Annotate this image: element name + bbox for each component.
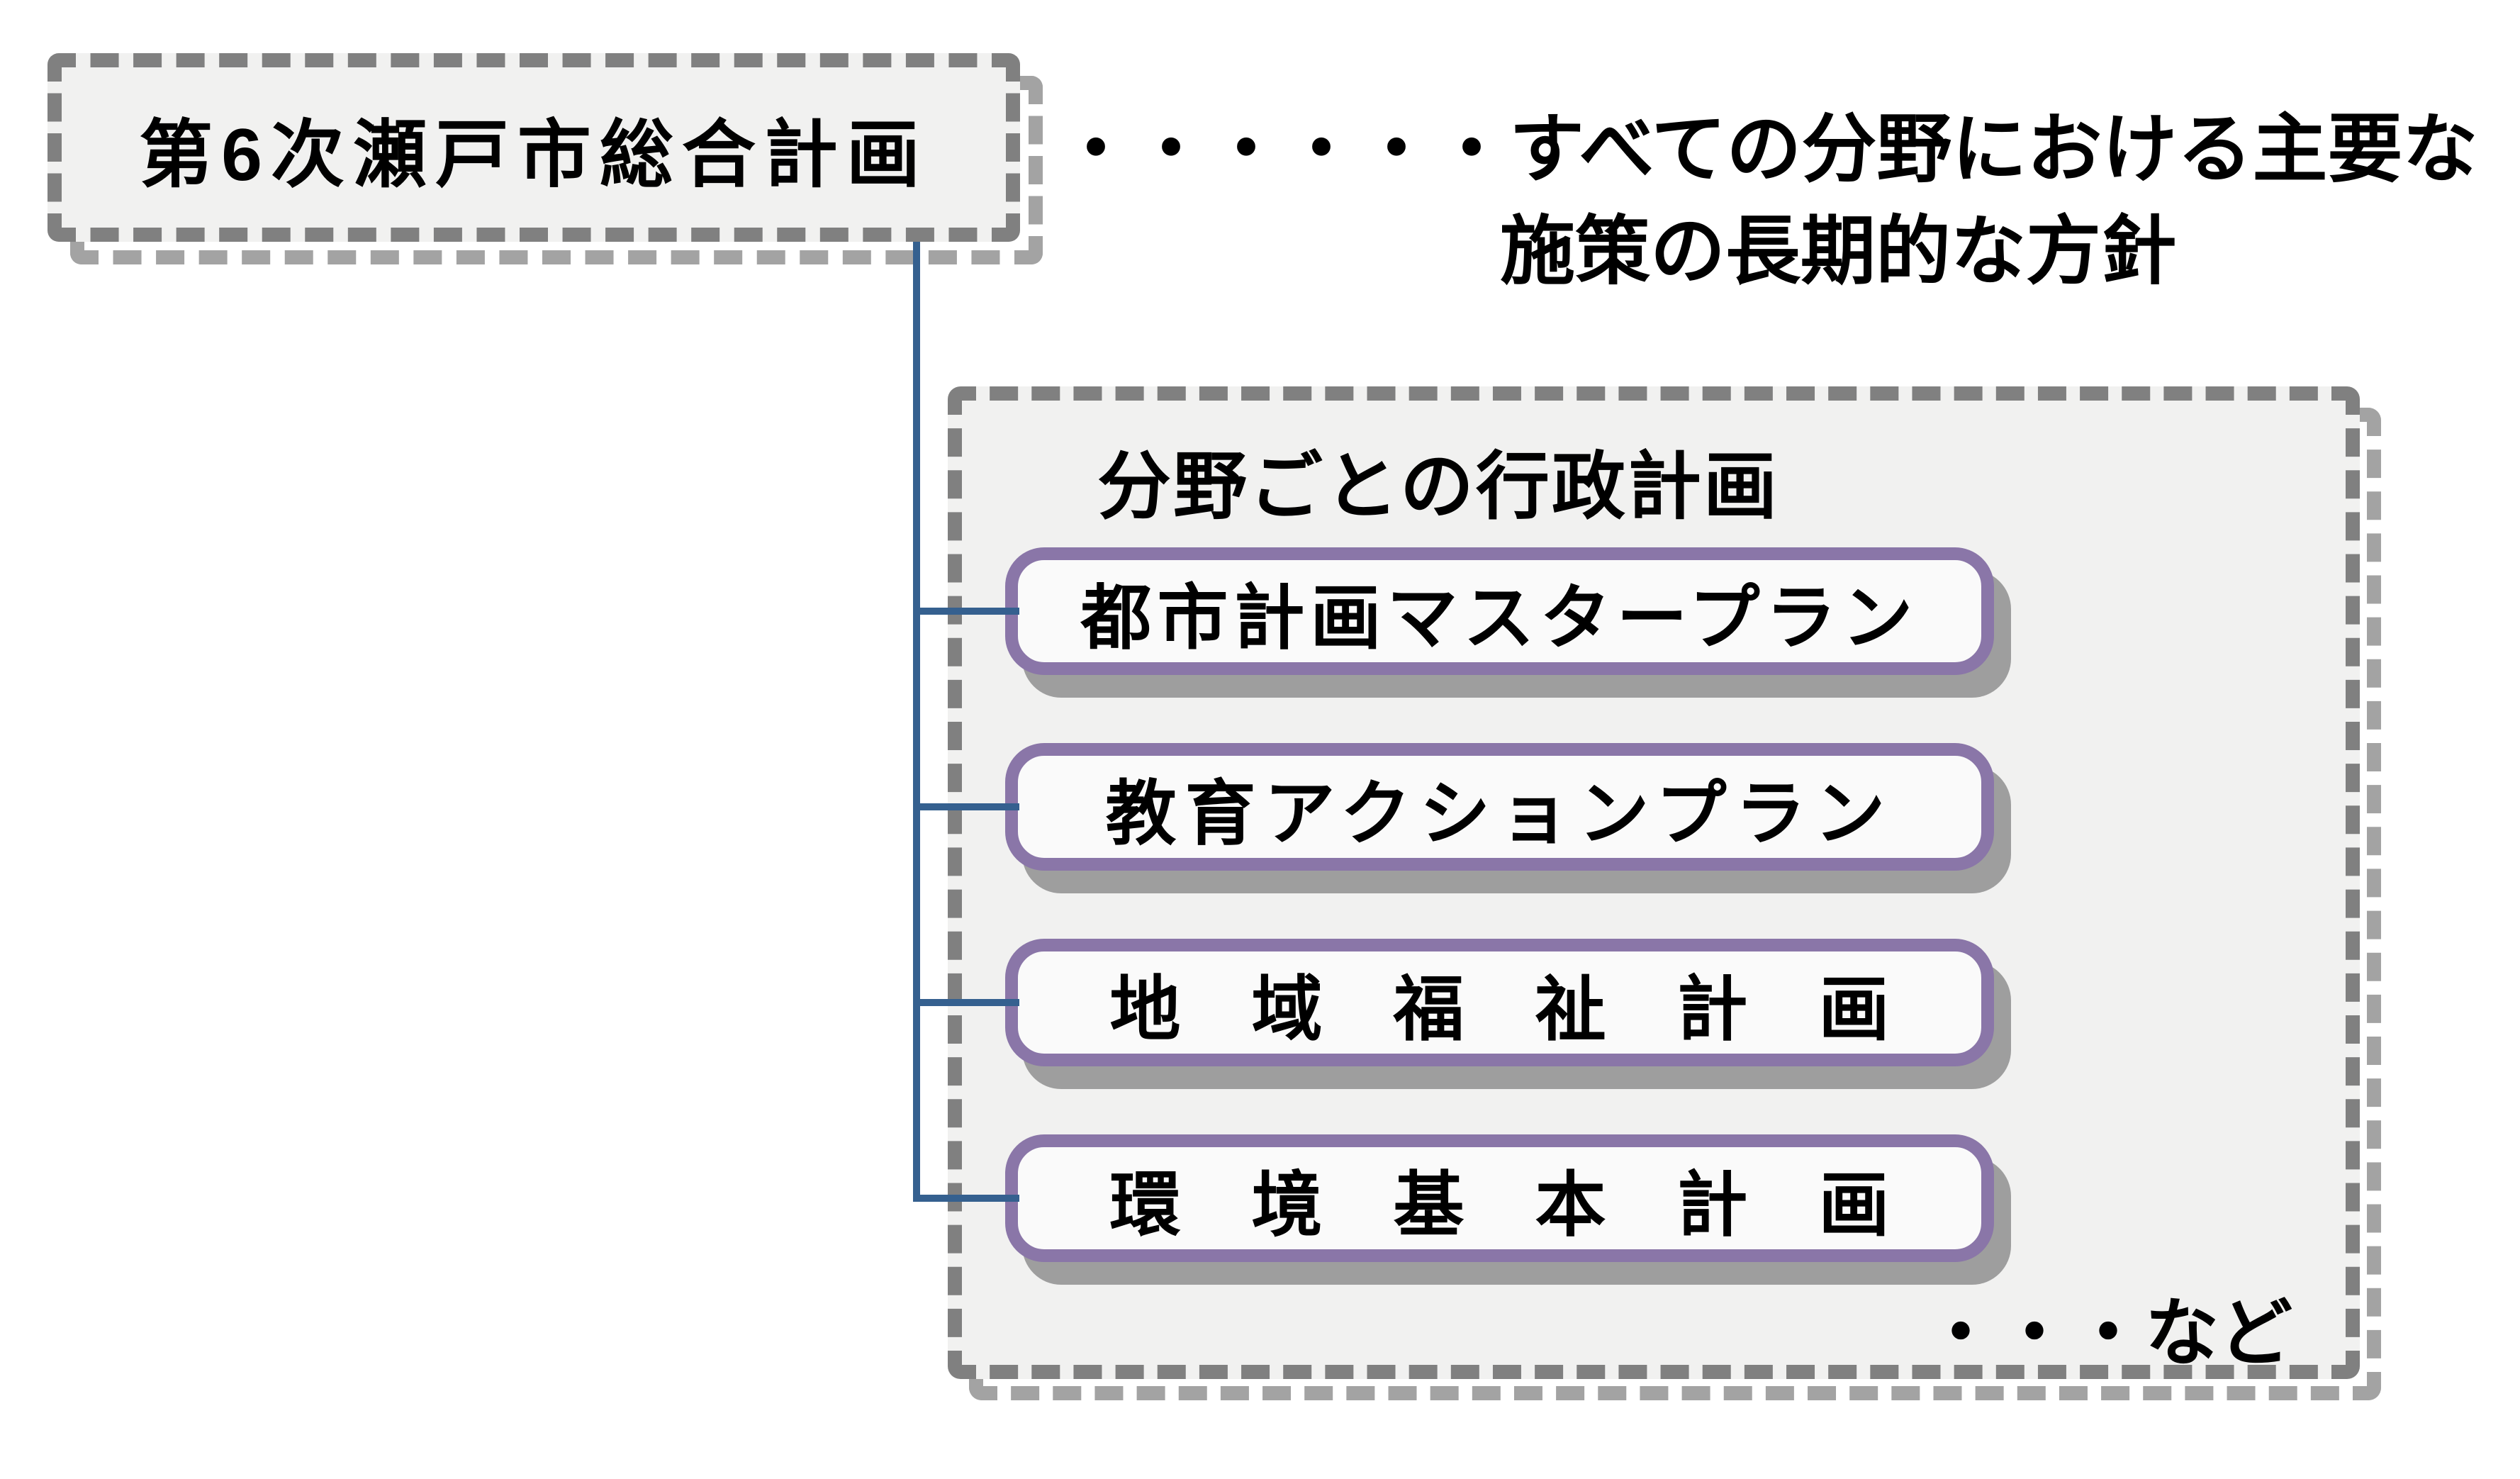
plan-box-environment-basic-plan: 環 境 基 本 計 画 xyxy=(1005,1134,1994,1262)
root-plan-box: 第6次瀬戸市総合計画 xyxy=(47,53,1020,242)
annotation-line1: ・・・・・・すべての分野における主要な xyxy=(1058,108,2478,191)
connector-stub-environment-plan xyxy=(913,1195,1019,1202)
field-panel: 分野ごとの行政計画 都市計画マスタープラン 教育アクションプラン 地 域 福 祉… xyxy=(948,386,2360,1379)
plan-box-label: 環 境 基 本 計 画 xyxy=(1109,1165,1890,1245)
plan-box-label: 地 域 福 祉 計 画 xyxy=(1109,969,1890,1049)
annotation-line2: 施策の長期的な方針 xyxy=(1500,210,2176,294)
plan-box-urban-master-plan: 都市計画マスタープラン xyxy=(1005,547,1994,675)
connector-vertical-line xyxy=(913,240,920,1202)
plan-box-label: 教育アクションプラン xyxy=(1105,774,1894,854)
field-panel-title: 分野ごとの行政計画 xyxy=(1097,446,1779,528)
connector-stub-welfare-plan xyxy=(913,999,1019,1006)
connector-stub-urban-plan xyxy=(913,608,1019,615)
plan-box-label: 都市計画マスタープラン xyxy=(1080,578,1919,658)
plan-box-community-welfare-plan: 地 域 福 祉 計 画 xyxy=(1005,939,1994,1066)
etc-label: ・・・など xyxy=(1923,1293,2292,1375)
plan-box-education-action-plan: 教育アクションプラン xyxy=(1005,743,1994,871)
connector-stub-education-plan xyxy=(913,803,1019,810)
root-plan-label: 第6次瀬戸市総合計画 xyxy=(139,113,929,196)
